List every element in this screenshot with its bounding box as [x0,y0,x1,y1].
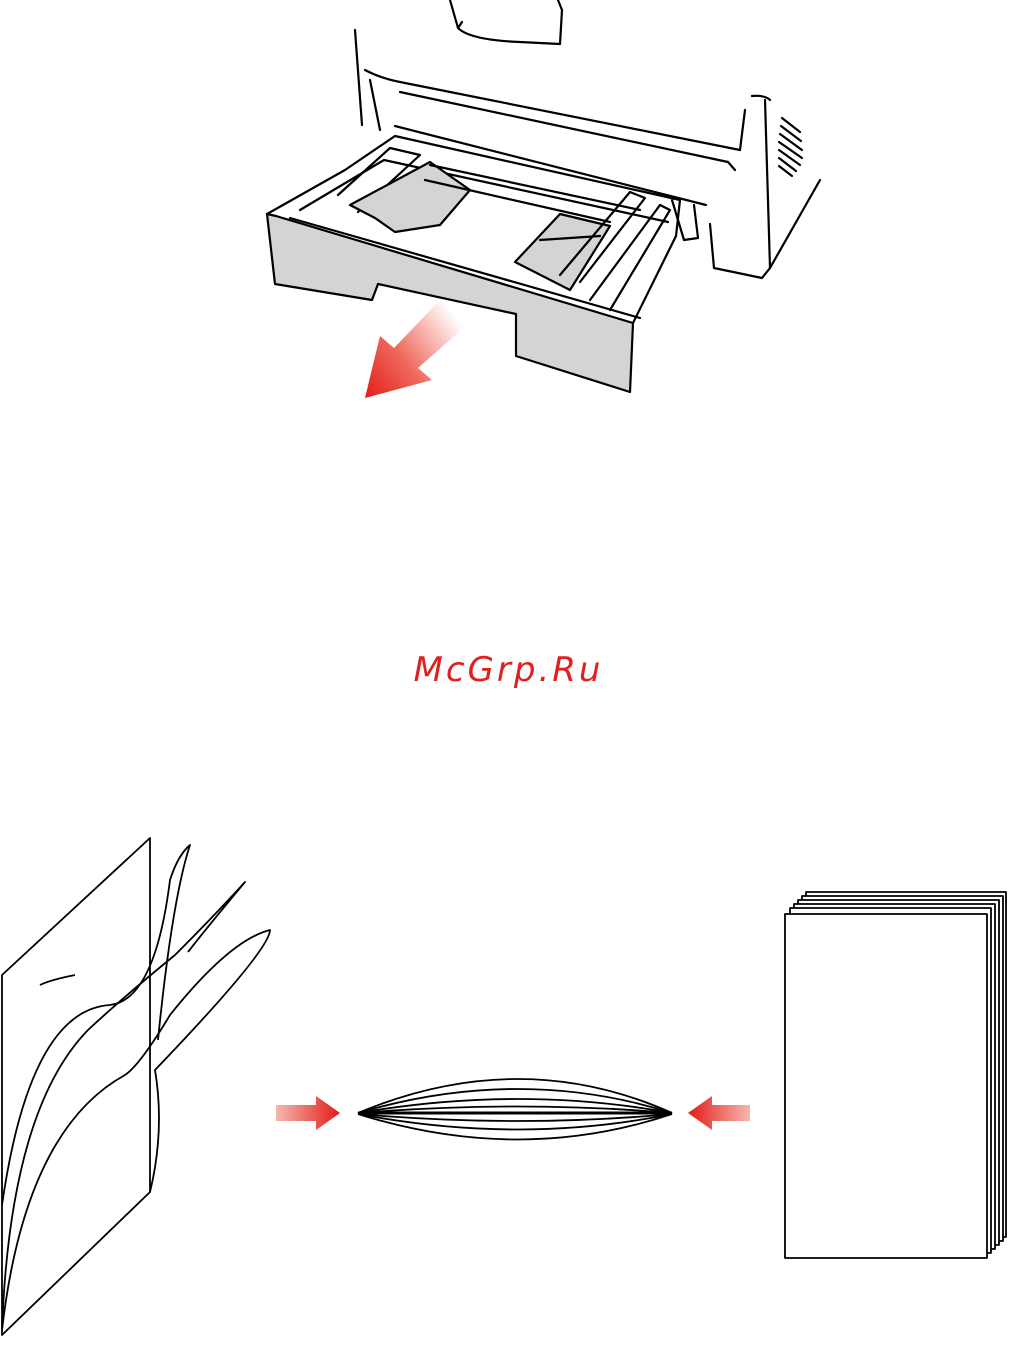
squeezed-paper-stack [358,1079,672,1140]
watermark-text: McGrp.Ru [0,650,1017,690]
paper-tray [267,136,680,392]
aligned-paper-stack [785,892,1006,1258]
arrow-pull-out-icon [365,300,468,398]
flexed-paper-sheets [2,838,270,1335]
printer-tray-illustration [0,0,1017,420]
arrow-left-icon [688,1096,750,1130]
arrow-right-icon [276,1096,340,1130]
